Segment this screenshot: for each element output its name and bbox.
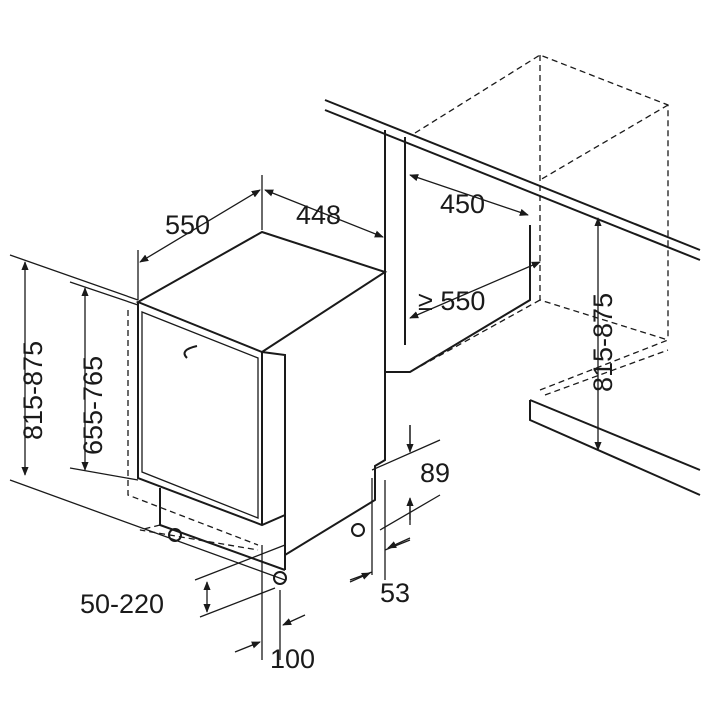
label-niche-depth: ≥ 550 — [418, 286, 485, 316]
door-handle — [183, 345, 198, 359]
dishwasher-body — [127, 230, 388, 585]
label-plinth-height: 89 — [420, 458, 450, 488]
label-depth: 550 — [165, 210, 210, 240]
label-niche-height: 815-875 — [588, 293, 618, 392]
label-height-left: 815-875 — [18, 341, 48, 440]
label-door-height: 655-765 — [78, 356, 108, 455]
label-door-offset: 100 — [270, 644, 315, 674]
label-feet-adjust: 50-220 — [80, 589, 164, 619]
label-niche-width: 450 — [440, 189, 485, 219]
label-width: 448 — [296, 200, 341, 230]
dimension-lines — [9, 174, 602, 660]
label-plinth-depth: 53 — [380, 578, 410, 608]
